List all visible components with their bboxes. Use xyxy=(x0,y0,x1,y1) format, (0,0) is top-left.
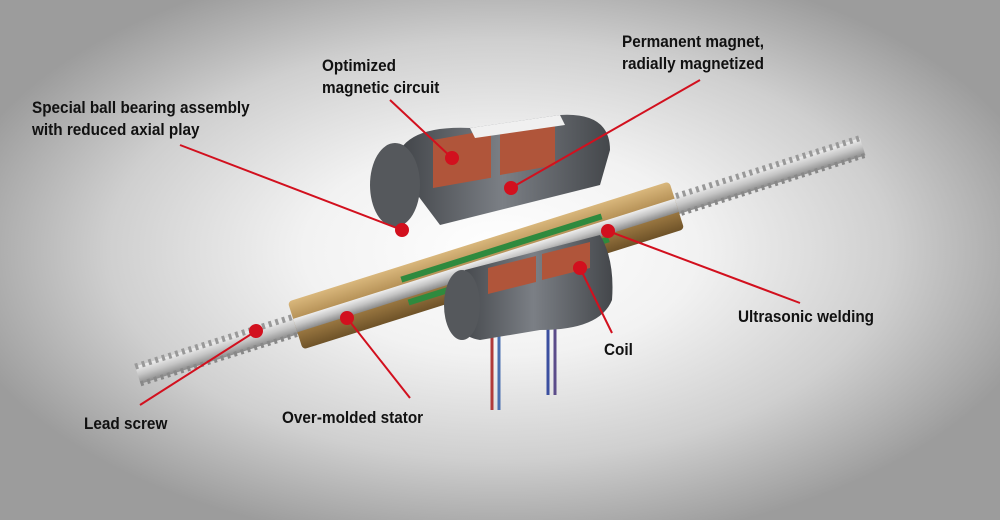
label-line: with reduced axial play xyxy=(32,120,200,139)
label-ball-bearing: Special ball bearing assembly with reduc… xyxy=(32,97,250,141)
callout-dot-welding xyxy=(601,224,615,238)
callout-line-permanent xyxy=(510,79,701,189)
wires xyxy=(490,320,557,410)
upper-housing xyxy=(370,114,610,227)
callout-line-optimized xyxy=(389,99,453,159)
label-optimized-magnetic-circuit: Optimized magnetic circuit xyxy=(322,55,439,99)
label-lead-screw: Lead screw xyxy=(84,414,168,433)
callout-dot-coil xyxy=(573,261,587,275)
label-permanent-magnet: Permanent magnet, radially magnetized xyxy=(622,31,764,75)
label-line: Special ball bearing assembly xyxy=(32,98,250,117)
callout-line-screw xyxy=(139,330,257,406)
label-coil: Coil xyxy=(604,340,633,359)
callout-dot-optimized xyxy=(445,151,459,165)
label-line: radially magnetized xyxy=(622,54,765,73)
label-over-molded-stator: Over-molded stator xyxy=(282,408,424,427)
callout-dot-bearing xyxy=(395,223,409,237)
label-line: Permanent magnet, xyxy=(622,32,764,51)
callout-line-coil xyxy=(579,267,613,334)
callout-dot-stator xyxy=(340,311,354,325)
callout-dot-screw xyxy=(249,324,263,338)
label-ultrasonic-welding: Ultrasonic welding xyxy=(738,307,875,326)
callout-line-bearing xyxy=(179,144,403,231)
label-line: magnetic circuit xyxy=(322,78,440,97)
label-line: Optimized xyxy=(322,56,396,75)
callout-line-stator xyxy=(346,317,411,399)
callout-dot-permanent xyxy=(504,181,518,195)
callouts xyxy=(139,79,801,406)
callout-line-welding xyxy=(607,230,801,304)
